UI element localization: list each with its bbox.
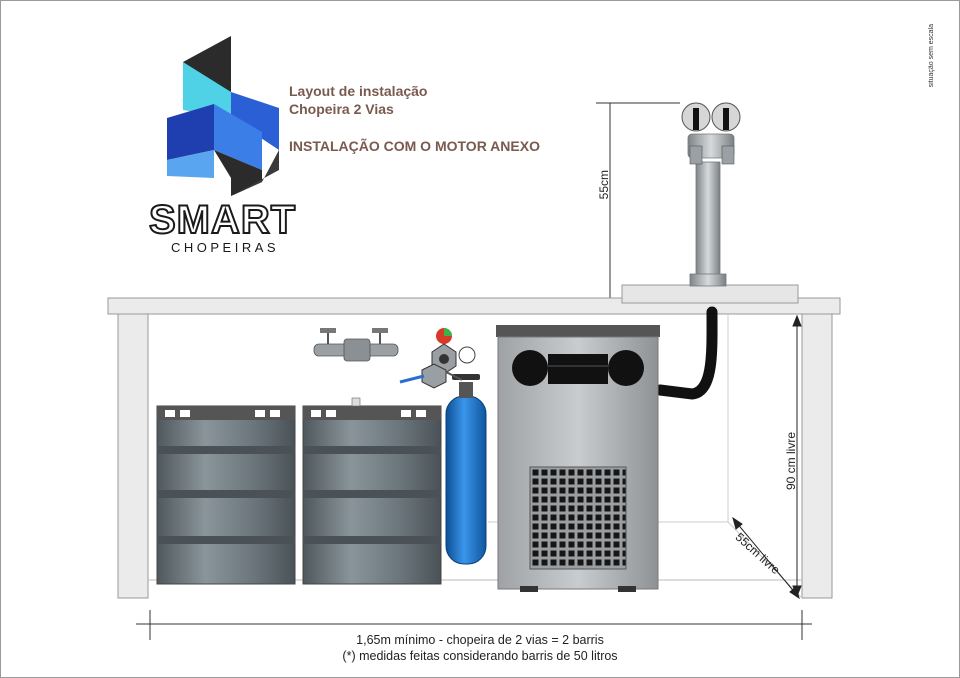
layout-title: Layout de instalação xyxy=(289,83,428,99)
keg-coupler xyxy=(313,328,399,362)
logo-subtitle: CHOPEIRAS xyxy=(171,240,280,255)
scale-note: situação sem escala xyxy=(928,24,935,88)
height-dimension xyxy=(792,314,802,598)
logo-mark xyxy=(167,36,279,196)
layout-subtitle: Chopeira 2 Vias xyxy=(289,101,394,117)
barrel-note: (*) medidas feitas considerando barris d… xyxy=(342,649,618,663)
depth-dimension xyxy=(732,516,800,600)
hose xyxy=(654,306,718,400)
logo-wordmark: SMART xyxy=(148,197,297,243)
tower-height-label: 55cm xyxy=(597,170,611,200)
tower-dimension xyxy=(596,102,680,298)
keg-1 xyxy=(156,405,296,585)
beer-tower xyxy=(621,102,799,304)
keg-2 xyxy=(302,397,442,585)
cooler-unit xyxy=(496,325,660,592)
width-dimension xyxy=(136,610,812,640)
co2-cylinder xyxy=(399,328,487,565)
installation-heading: INSTALAÇÃO COM O MOTOR ANEXO xyxy=(289,138,540,154)
width-note: 1,65m mínimo - chopeira de 2 vias = 2 ba… xyxy=(356,633,604,647)
free-height-label: 90 cm livre xyxy=(784,432,798,491)
